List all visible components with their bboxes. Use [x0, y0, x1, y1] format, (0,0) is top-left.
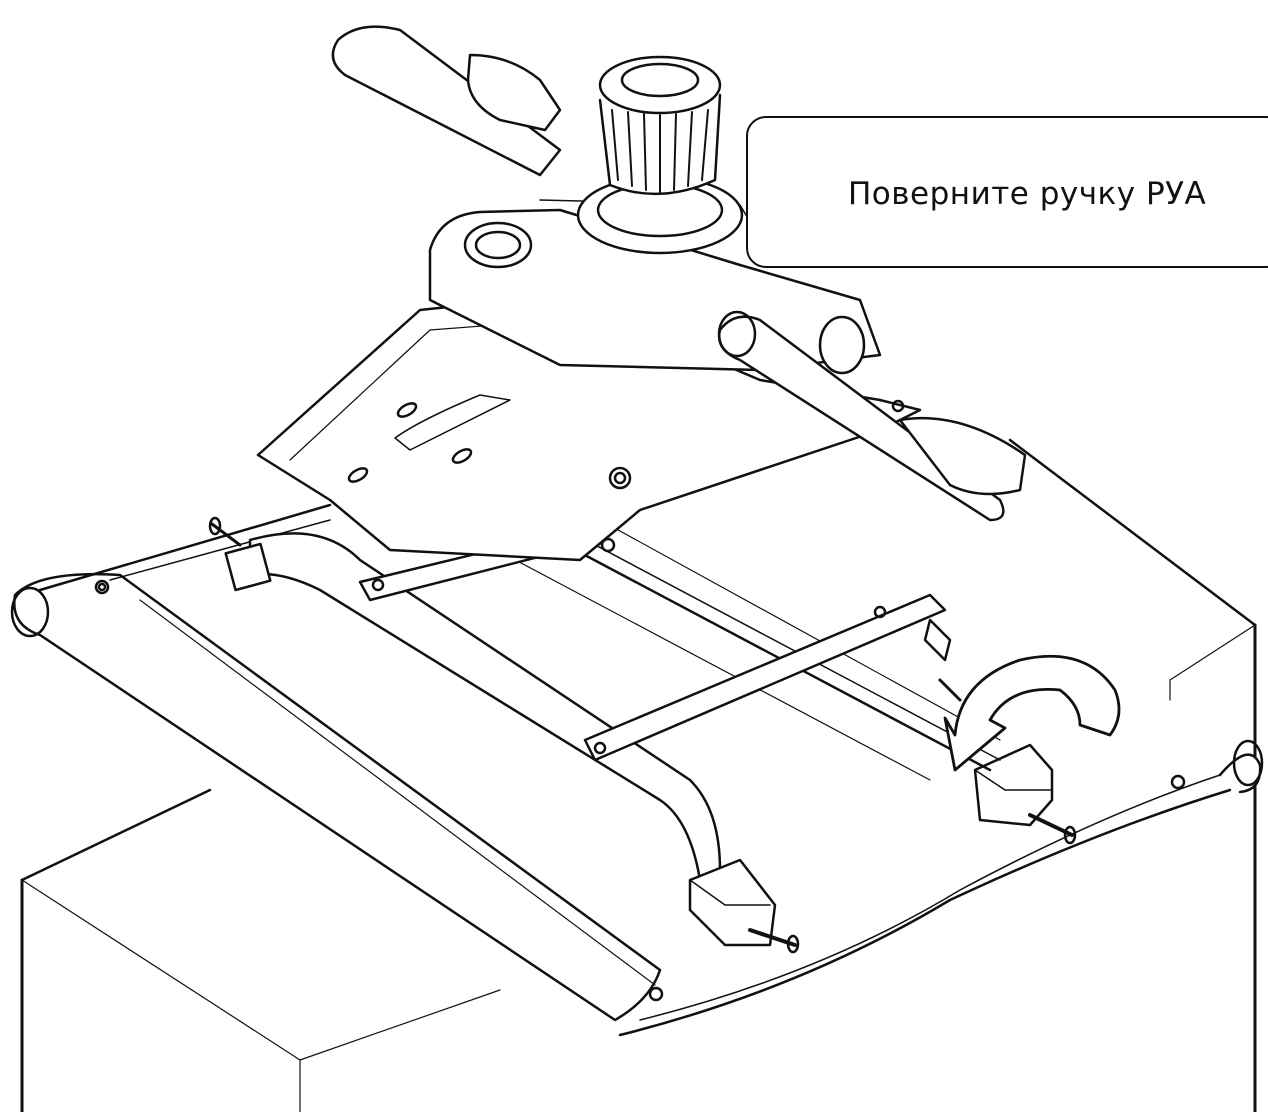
- release-handle: [717, 310, 1027, 522]
- instruction-text: Поверните ручку РУА: [848, 176, 1207, 212]
- instruction-callout: Поверните ручку РУА: [746, 116, 1268, 268]
- rua-knob: [576, 55, 744, 255]
- front-tube: [10, 572, 664, 1022]
- right-slider: [973, 743, 1077, 845]
- left-runner: [208, 516, 762, 947]
- frame-screws: [97, 582, 107, 592]
- support-box-right: [1008, 438, 1257, 1112]
- rotate-arrow-icon: [923, 618, 1121, 772]
- support-box: [20, 788, 501, 1112]
- left-slider: [688, 858, 800, 954]
- side-frame: [38, 503, 1264, 1037]
- rear-lever: [331, 25, 562, 177]
